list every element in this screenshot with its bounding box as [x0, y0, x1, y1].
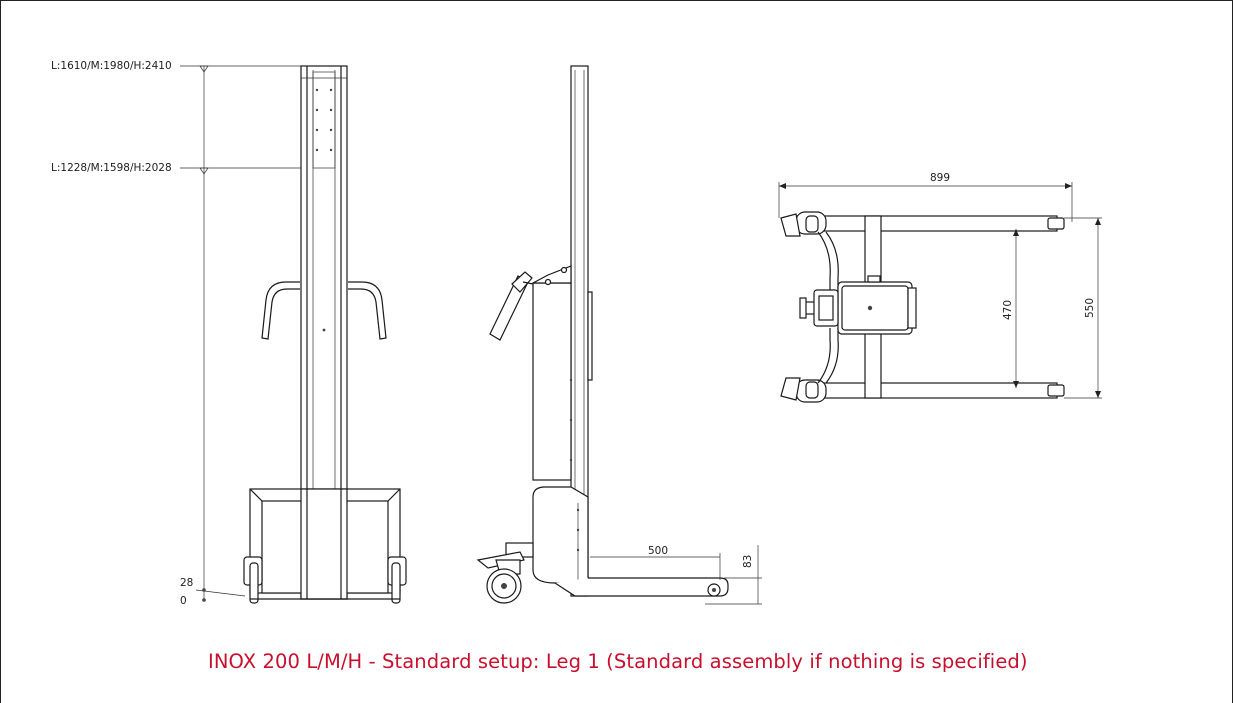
- side-500-label: 500: [648, 545, 668, 557]
- front-28-label: 28: [180, 577, 193, 589]
- top-550-label: 550: [1084, 298, 1096, 318]
- front-right-handle: [348, 281, 387, 340]
- top-470-label: 470: [1002, 300, 1014, 320]
- side-control-box: [532, 282, 572, 481]
- front-0-label: 0: [180, 595, 187, 607]
- side-base-housing: [532, 486, 589, 584]
- top-upper-leg: [791, 215, 1058, 232]
- side-leg: [554, 577, 729, 597]
- top-899-label: 899: [930, 172, 950, 184]
- front-top-height-label: L:1610/M:1980/H:2410: [51, 60, 172, 72]
- side-view: 500 83: [476, 65, 762, 605]
- front-left-handle: [261, 281, 300, 340]
- top-view: 899 470: [778, 172, 1102, 403]
- top-lower-leg: [791, 382, 1058, 399]
- drawing-caption: INOX 200 L/M/H - Standard setup: Leg 1 (…: [208, 650, 1028, 673]
- front-mid-height-label: L:1228/M:1598/H:2028: [51, 162, 172, 174]
- side-83-label: 83: [742, 555, 754, 568]
- front-view: L:1610/M:1980/H:2410 L:1228/M:1598/H:202…: [51, 60, 407, 607]
